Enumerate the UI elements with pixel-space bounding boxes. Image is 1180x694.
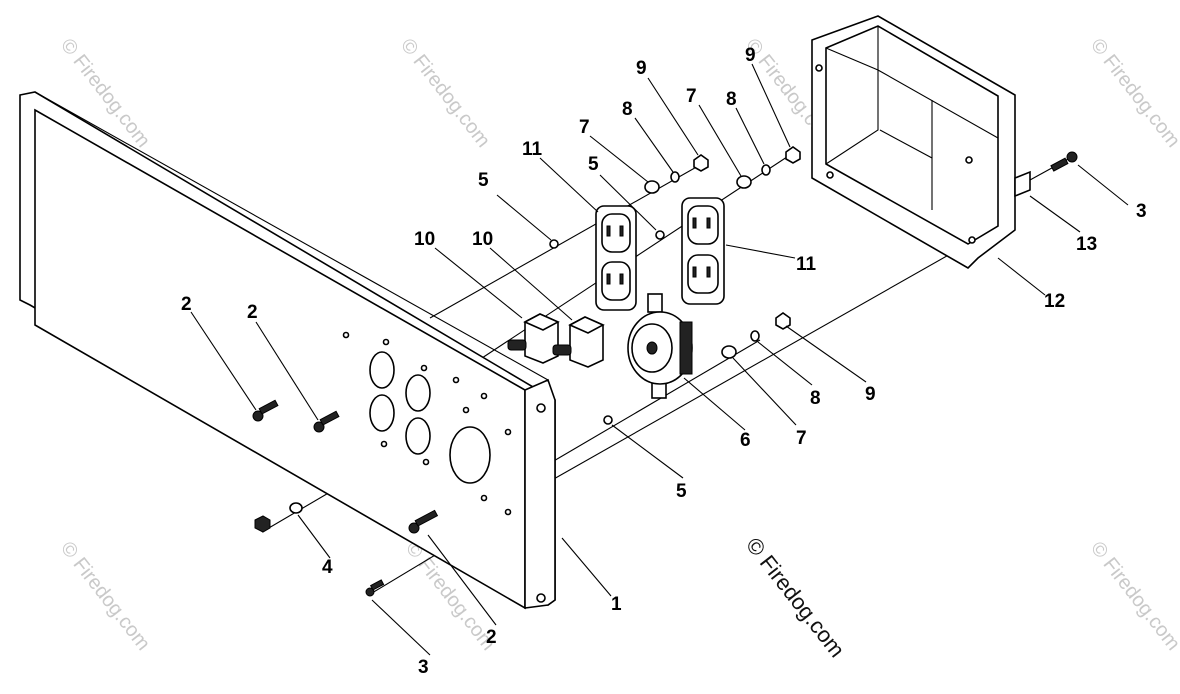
watermark: © Firedog.com [1086, 538, 1180, 655]
duplex-receptacles [595, 197, 725, 311]
enclosure-box [811, 15, 1031, 269]
watermark: © Firedog.com [396, 35, 494, 152]
circuit-breaker [552, 316, 605, 368]
callout-7: 7 [579, 117, 590, 138]
circuit-breaker [507, 313, 560, 364]
duplex-receptacle [595, 205, 637, 311]
front-panel [19, 91, 556, 610]
screw [365, 579, 385, 597]
circuit-breakers [507, 313, 605, 368]
callout-3: 3 [1136, 201, 1147, 222]
hardware [549, 146, 801, 425]
screws [252, 151, 1078, 597]
callout-9: 9 [745, 45, 756, 66]
callout-7: 7 [796, 428, 807, 449]
nut-and-washer [254, 502, 303, 533]
callout-11: 11 [796, 254, 817, 275]
callout-numbers: 1 2 2 2 3 3 4 5 5 5 6 7 7 7 8 8 8 9 9 9 … [181, 45, 1147, 678]
twist-lock-receptacle [627, 293, 693, 399]
copyright-text: © Firedog.com [741, 533, 850, 662]
watermark: © Firedog.com [1086, 35, 1180, 152]
callout-8: 8 [622, 99, 633, 120]
callout-10: 10 [472, 229, 493, 250]
callout-8: 8 [726, 89, 737, 110]
watermark: © Firedog.com [56, 538, 154, 655]
callout-2: 2 [181, 294, 192, 315]
callout-13: 13 [1076, 234, 1097, 255]
callout-10: 10 [414, 229, 435, 250]
screw [252, 399, 279, 422]
callout-2: 2 [486, 627, 497, 648]
callout-5: 5 [676, 481, 687, 502]
callout-8: 8 [810, 388, 821, 409]
screw [408, 509, 439, 534]
callout-12: 12 [1044, 291, 1065, 312]
callout-5: 5 [588, 154, 599, 175]
callout-1: 1 [611, 594, 622, 615]
callout-2: 2 [247, 302, 258, 323]
duplex-receptacle [681, 197, 725, 305]
screw [1050, 151, 1078, 172]
callout-5: 5 [478, 170, 489, 191]
callout-3: 3 [418, 657, 429, 678]
callout-leaders [190, 63, 1129, 656]
callout-4: 4 [322, 557, 333, 578]
callout-7: 7 [686, 86, 697, 107]
callout-9: 9 [865, 384, 876, 405]
screw [313, 410, 340, 433]
callout-11: 11 [522, 139, 543, 160]
callout-6: 6 [740, 430, 751, 451]
callout-9: 9 [636, 58, 647, 79]
